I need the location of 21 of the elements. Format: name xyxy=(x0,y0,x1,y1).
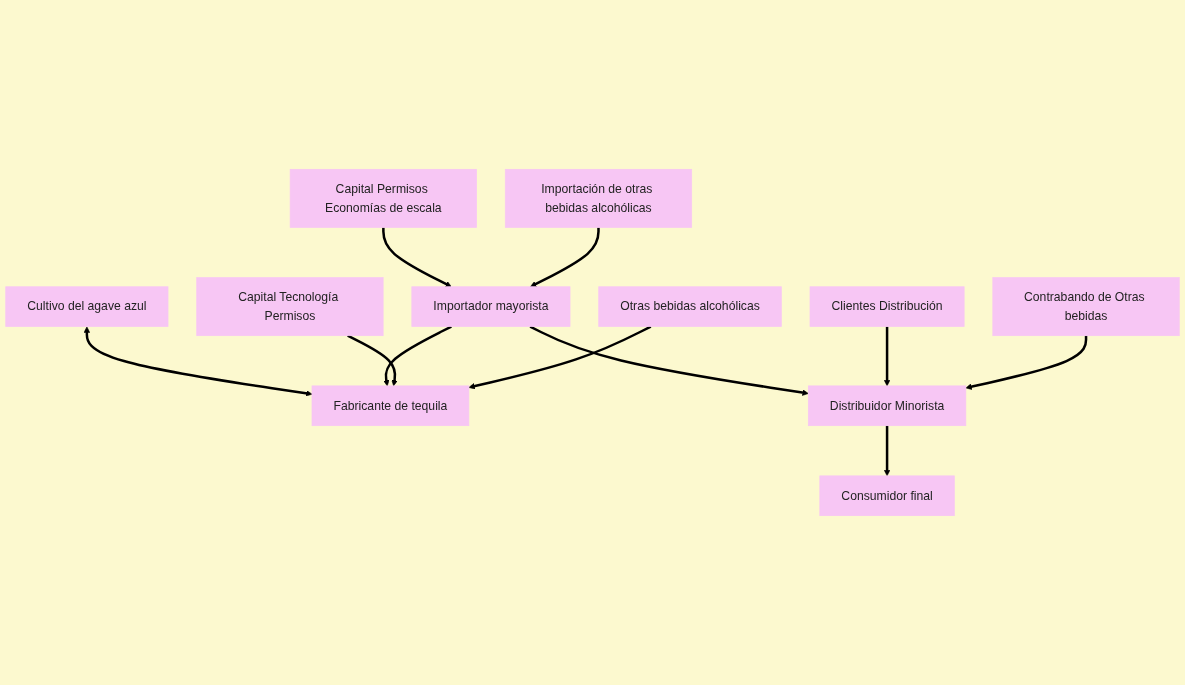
node-box: Otras bebidas alcohólicas xyxy=(598,286,782,327)
arrow xyxy=(529,325,809,396)
arrow xyxy=(530,227,600,288)
arrow xyxy=(383,325,452,387)
node-box: Importador mayorista xyxy=(411,286,571,327)
node-box: Contrabando de Otras bebidas xyxy=(992,277,1180,337)
arrow xyxy=(347,334,398,387)
node-box: Cultivo del agave azul xyxy=(5,286,169,327)
arrow xyxy=(883,326,891,387)
node-box: Capital Tecnología Permisos xyxy=(196,277,384,337)
node-box: Capital Permisos Economías de escala xyxy=(289,168,477,228)
arrow xyxy=(468,325,652,390)
node-box: Clientes Distribución xyxy=(809,286,965,327)
arrow xyxy=(965,335,1088,390)
node-box: Fabricante de tequila xyxy=(311,385,470,427)
arrow xyxy=(883,425,891,477)
node-box: Consumidor final xyxy=(819,475,955,517)
node-box: Importación de otras bebidas alcohólicas xyxy=(504,168,693,228)
node-box: Distribuidor Minorista xyxy=(807,385,967,427)
arrow xyxy=(382,227,452,288)
arrow xyxy=(83,326,313,397)
